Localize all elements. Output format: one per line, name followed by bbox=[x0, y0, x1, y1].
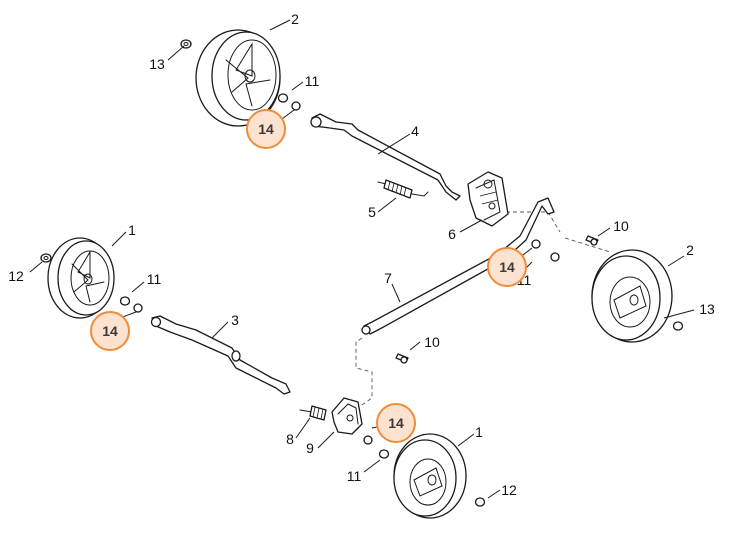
spring-5 bbox=[377, 179, 429, 199]
wheel-left bbox=[47, 237, 115, 319]
label-12-left: 12 bbox=[8, 268, 24, 284]
label-6: 6 bbox=[448, 226, 456, 242]
label-13-right: 13 bbox=[699, 301, 715, 317]
axle-4 bbox=[311, 113, 461, 201]
callout-14-right-text: 14 bbox=[499, 259, 515, 275]
nut-14-bottom bbox=[363, 435, 373, 445]
label-3: 3 bbox=[231, 312, 239, 328]
wheel-bottom bbox=[393, 433, 467, 519]
callout-14-right: 14 bbox=[487, 247, 527, 287]
nut-14-top bbox=[291, 101, 301, 111]
label-4: 4 bbox=[411, 123, 419, 139]
washer-13-right bbox=[672, 321, 684, 331]
label-1-bottom: 1 bbox=[475, 424, 483, 440]
axle-3 bbox=[151, 315, 291, 395]
callout-14-bottom: 14 bbox=[376, 403, 416, 443]
label-2-right: 2 bbox=[686, 242, 694, 258]
bushing-11-left bbox=[119, 296, 131, 306]
spring-8 bbox=[299, 405, 327, 421]
label-11-bottom: 11 bbox=[347, 468, 362, 484]
label-10-top: 10 bbox=[613, 218, 629, 234]
label-9: 9 bbox=[306, 440, 314, 456]
label-10-mid: 10 bbox=[424, 334, 440, 350]
label-5: 5 bbox=[368, 204, 376, 220]
assembly-dash-line-right bbox=[564, 237, 611, 253]
label-2-top: 2 bbox=[291, 11, 299, 27]
label-7: 7 bbox=[384, 270, 392, 286]
bushing-11-bottom bbox=[378, 449, 390, 459]
label-12-bottom: 12 bbox=[501, 482, 517, 498]
label-11-left: 11 bbox=[147, 271, 162, 287]
bracket-6 bbox=[467, 171, 509, 227]
callout-14-left-text: 14 bbox=[102, 323, 118, 339]
callout-14-left: 14 bbox=[90, 311, 130, 351]
label-1-left: 1 bbox=[128, 222, 136, 238]
nut-14-right bbox=[531, 239, 541, 249]
label-11-top: 11 bbox=[305, 73, 320, 89]
label-8: 8 bbox=[286, 431, 294, 447]
bushing-11-top bbox=[277, 93, 289, 103]
wheel-top-left bbox=[195, 29, 281, 127]
callout-14-top: 14 bbox=[246, 109, 286, 149]
washer-12-bottom bbox=[474, 497, 486, 507]
assembly-dash-line bbox=[351, 337, 373, 413]
nut-14-left bbox=[133, 303, 143, 313]
leader-lines bbox=[29, 19, 695, 499]
bracket-9 bbox=[331, 397, 363, 435]
callout-14-top-text: 14 bbox=[258, 121, 274, 137]
wheel-right bbox=[591, 249, 673, 343]
bushing-11-right bbox=[550, 252, 560, 262]
callout-14-bottom-text: 14 bbox=[388, 415, 404, 431]
washer-12-left bbox=[40, 253, 52, 263]
label-13-top: 13 bbox=[149, 56, 165, 72]
